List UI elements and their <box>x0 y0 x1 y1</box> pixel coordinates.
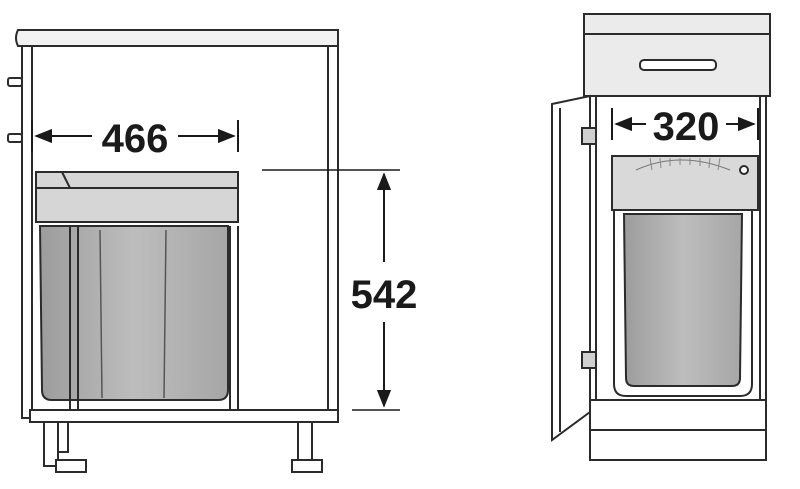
bin-lid <box>611 155 759 211</box>
dimension-label-542: 542 <box>351 273 418 317</box>
dimension-542: 542 <box>262 169 418 411</box>
door-hinge-top <box>7 77 23 87</box>
bin-frame-top <box>35 171 239 223</box>
bin-body <box>38 225 229 401</box>
cabinet-bottom-board <box>29 409 339 423</box>
bin-rail-front <box>69 226 79 410</box>
waste-bin-front <box>611 155 759 397</box>
door-hinge-upper <box>581 127 597 145</box>
door-hinge-bottom <box>7 133 23 143</box>
cabinet-side-view <box>7 29 339 473</box>
bin-rail-back <box>229 226 239 410</box>
open-door <box>551 94 591 442</box>
lid-knob <box>739 165 749 175</box>
door-hinge-lower <box>581 351 597 369</box>
dimension-320: 320 <box>611 105 759 149</box>
dimension-label-466: 466 <box>102 117 169 161</box>
bin-inner <box>622 213 744 387</box>
drawer-front <box>583 13 771 97</box>
cabinet-foot-back <box>291 459 323 473</box>
countertop <box>15 29 339 47</box>
dimension-label-320: 320 <box>653 105 720 149</box>
cabinet-leg-front-inner <box>57 421 69 453</box>
cabinet-front-panel <box>21 45 33 419</box>
cabinet-back-panel <box>327 45 339 419</box>
waste-bin-side <box>35 171 239 410</box>
drawer-handle <box>639 59 717 71</box>
dimension-466: 466 <box>31 117 239 161</box>
cabinet-foot-front <box>55 459 87 473</box>
